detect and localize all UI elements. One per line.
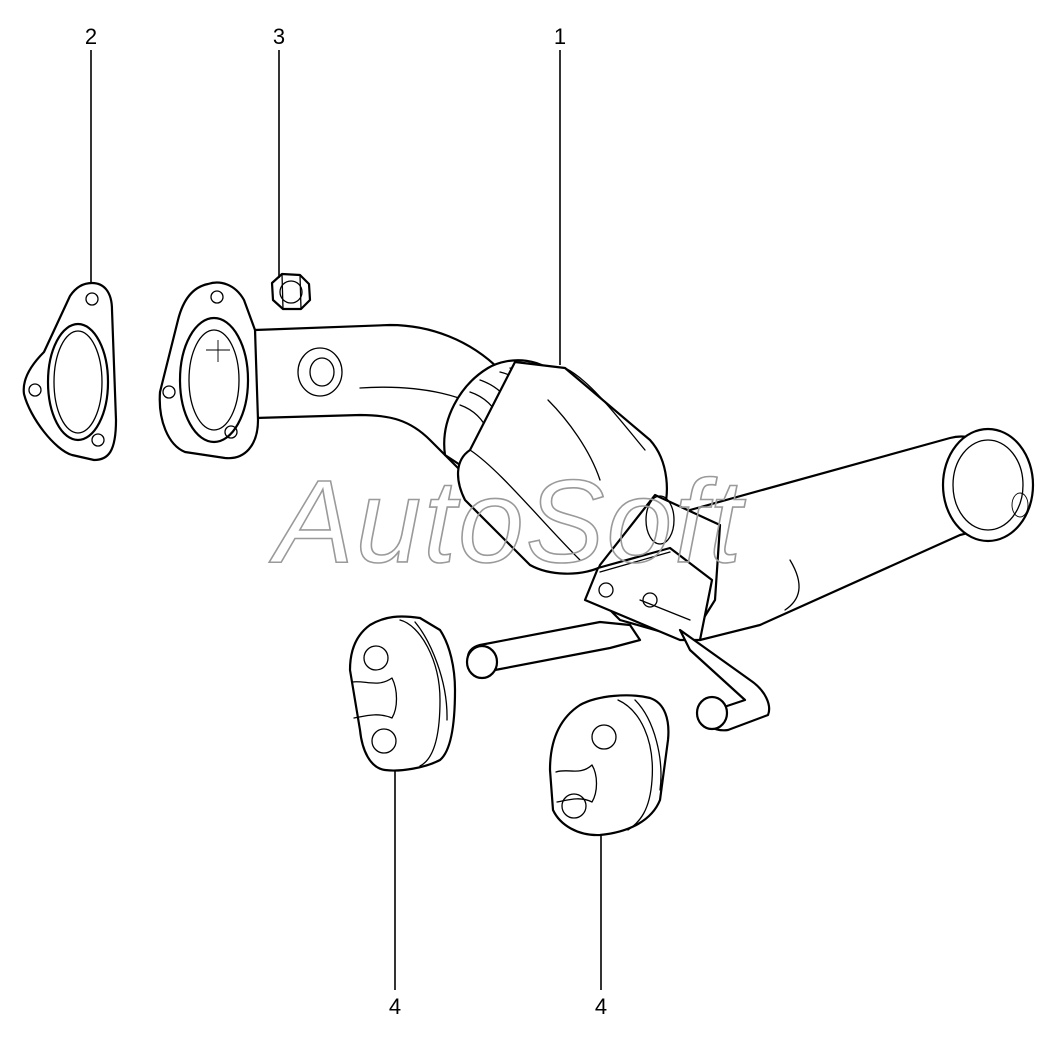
- callout-4-right: 4: [595, 994, 607, 1019]
- rubber-hanger-part-4-left: [348, 615, 457, 772]
- callout-2: 2: [85, 24, 97, 49]
- leader-lines: [90, 50, 602, 990]
- rubber-hanger-part-4-right: [548, 694, 670, 837]
- nut-part-3: [270, 272, 312, 311]
- callout-4-left: 4: [389, 994, 401, 1019]
- watermark: AutoSoft: [269, 456, 746, 588]
- front-exhaust-pipe-part-1: [158, 281, 1035, 732]
- callout-1: 1: [554, 24, 566, 49]
- callout-3: 3: [273, 24, 285, 49]
- gasket-part-2: [22, 281, 118, 462]
